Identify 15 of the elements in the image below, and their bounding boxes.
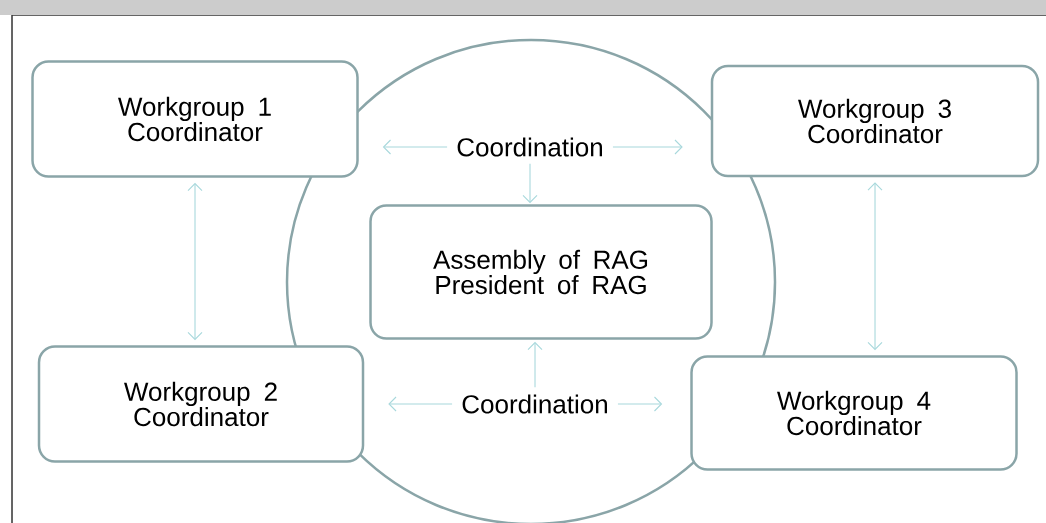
arrow <box>187 182 203 341</box>
arrow <box>388 396 453 412</box>
rounded-box: Workgroup 3 Coordinator <box>710 64 1040 178</box>
arrow <box>867 182 883 351</box>
label-text: Coordination <box>458 391 612 417</box>
arrow <box>527 341 543 388</box>
arrow <box>612 139 683 155</box>
rounded-box: Workgroup 4 Coordinator <box>690 355 1018 471</box>
rounded-box: Workgroup 1 Coordinator <box>31 60 359 178</box>
rounded-box: Workgroup 2 Coordinator <box>37 345 365 463</box>
arrow <box>617 396 663 412</box>
label-text: Coordination <box>453 134 607 160</box>
rounded-box: Assembly of RAG President of RAG <box>369 204 713 340</box>
arrow <box>522 163 538 204</box>
arrow <box>382 139 448 155</box>
